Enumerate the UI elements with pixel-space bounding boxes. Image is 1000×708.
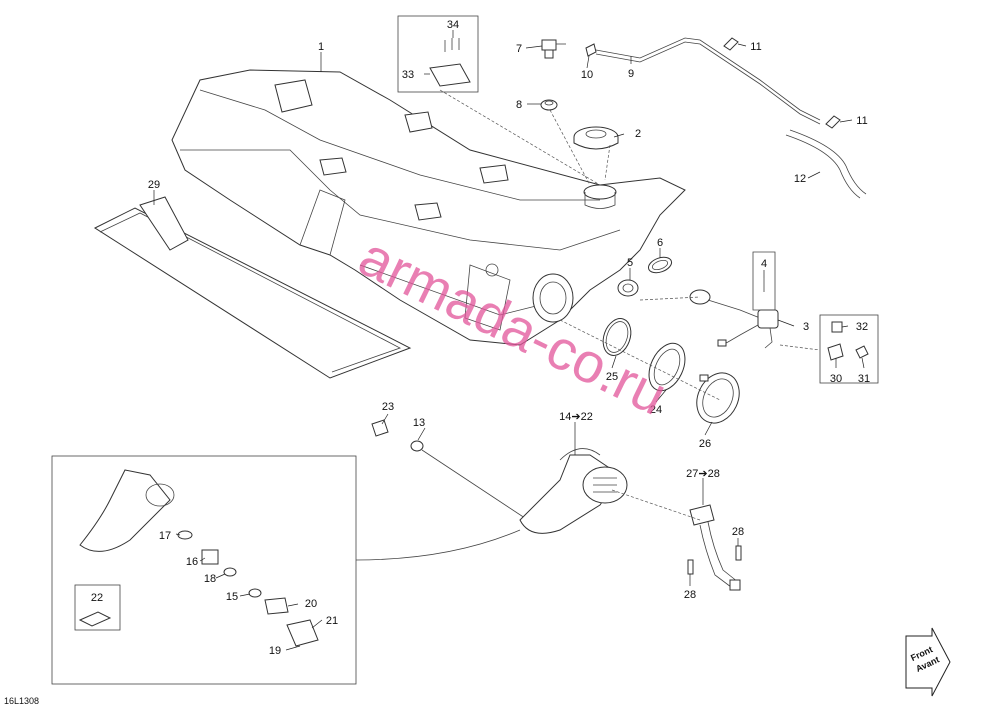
- inset-detail-box: [51, 455, 521, 685]
- parts-30-32-box: [819, 314, 879, 384]
- callout-29: 29: [148, 179, 160, 191]
- callout-22: 22: [91, 592, 103, 604]
- dash-leader-33: [439, 89, 601, 186]
- part-12-hose: [785, 129, 867, 199]
- part-10-clamp: [585, 43, 597, 57]
- callout-10: 10: [581, 69, 593, 81]
- part-27-28-hose: [689, 504, 741, 591]
- part-13-grommet: [410, 440, 541, 529]
- part-25-o-ring: [602, 318, 632, 356]
- callout-2: 2: [635, 128, 641, 140]
- part-23-fitting: [371, 419, 389, 437]
- part-11-clip-top: [723, 37, 739, 51]
- part-9-vent-hose: [595, 37, 821, 125]
- part-8-grommet: [540, 99, 558, 111]
- callout-12: 12: [794, 173, 806, 185]
- part-2-filler-cap: [573, 126, 619, 150]
- callout-27-28: 27➔28: [686, 468, 720, 480]
- callout-14-22: 14➔22: [559, 411, 593, 423]
- callout-17: 17: [159, 530, 171, 542]
- callout-34: 34: [447, 19, 459, 31]
- callout-7: 7: [516, 43, 522, 55]
- part-24-lock-ring: [648, 342, 686, 392]
- parts-33-34-box: [397, 15, 479, 93]
- part-26-clamp-ring: [696, 372, 740, 424]
- dash-leader-27: [611, 489, 701, 521]
- part-28-clamp-a: [735, 545, 742, 561]
- part-6-seal: [647, 256, 673, 274]
- part-11-clip-right: [825, 115, 841, 129]
- callout-30: 30: [830, 373, 842, 385]
- callout-19: 19: [269, 645, 281, 657]
- callout-26: 26: [699, 438, 711, 450]
- callout-4: 4: [761, 258, 767, 270]
- dash-leader-5: [639, 296, 701, 301]
- callout-21: 21: [326, 615, 338, 627]
- callout-3: 3: [803, 321, 809, 333]
- callout-15: 15: [226, 591, 238, 603]
- callout-33: 33: [402, 69, 414, 81]
- callout-5: 5: [627, 257, 633, 269]
- front-direction-arrow: Front Avant: [905, 627, 951, 697]
- callout-13: 13: [413, 417, 425, 429]
- callout-24: 24: [650, 404, 662, 416]
- part-14-22-fuel-pump: [519, 448, 628, 534]
- callout-9: 9: [628, 68, 634, 80]
- callout-1: 1: [318, 41, 324, 53]
- reference-code: 16L1308: [4, 696, 39, 706]
- callout-16: 16: [186, 556, 198, 568]
- dash-leader-8: [549, 109, 591, 186]
- part-28-clamp-b: [687, 559, 694, 575]
- callout-11-right: 11: [856, 115, 867, 127]
- dash-leader-30: [779, 344, 821, 351]
- callout-28-b: 28: [684, 589, 696, 601]
- callout-18: 18: [204, 573, 216, 585]
- callout-11-top: 11: [750, 41, 761, 53]
- part-3-sender: [689, 289, 779, 349]
- callout-25: 25: [606, 371, 618, 383]
- dash-leader-2: [604, 144, 611, 181]
- callout-28-a: 28: [732, 526, 744, 538]
- callout-31: 31: [858, 373, 870, 385]
- callout-leaders: [153, 30, 865, 651]
- callout-32: 32: [856, 321, 868, 333]
- callout-20: 20: [305, 598, 317, 610]
- part-1-fuel-tank: [171, 69, 686, 346]
- callout-23: 23: [382, 401, 394, 413]
- callout-8: 8: [516, 99, 522, 111]
- part-5-fitting: [617, 279, 639, 297]
- part-4-box: [752, 251, 776, 311]
- part-7-vent-valve: [541, 39, 566, 59]
- callout-6: 6: [657, 237, 663, 249]
- part-29-pad: [93, 196, 412, 379]
